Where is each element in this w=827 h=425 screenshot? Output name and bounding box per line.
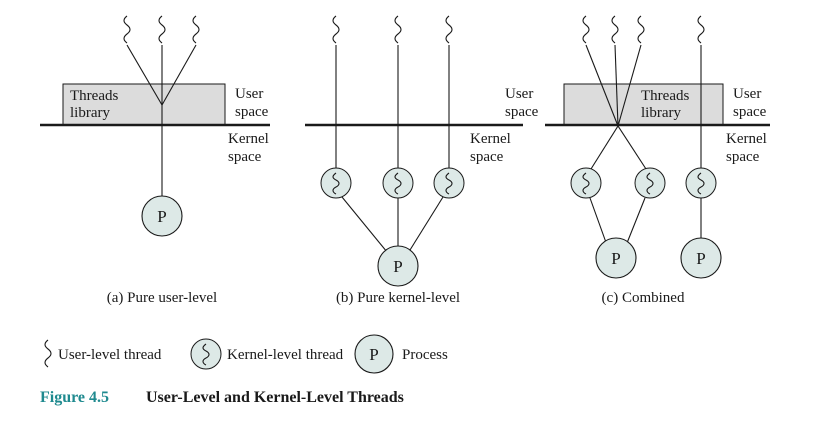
squiggle-icon	[394, 15, 402, 44]
thread-line	[585, 44, 619, 127]
panel-a-pure-user-level: Threads library User space Kernel space …	[40, 15, 270, 306]
legend: User-level thread Kernel-level thread P …	[44, 334, 448, 374]
threads-library-label-1: Threads	[70, 88, 118, 104]
process-label: P	[157, 207, 166, 226]
squiggle-icon	[445, 15, 453, 44]
kernel-thread-circle	[433, 167, 465, 199]
kernel-space-label-1: Kernel	[470, 131, 511, 147]
process-circle	[141, 195, 183, 237]
process-circle	[680, 237, 722, 279]
process-label: P	[369, 345, 378, 364]
process-icon	[354, 334, 394, 374]
kernel-space-label-1: Kernel	[228, 131, 269, 147]
user-space-label-2: space	[235, 104, 269, 120]
kernel-thread-circle	[320, 167, 352, 199]
thread-line	[341, 196, 388, 253]
squiggle-icon	[158, 15, 166, 44]
thread-line	[589, 197, 609, 249]
legend-user-thread: User-level thread	[58, 347, 162, 363]
kernel-thread-circle	[570, 167, 602, 199]
squiggle-icon	[332, 15, 340, 44]
legend-process: Process	[402, 347, 448, 363]
thread-line	[614, 44, 619, 127]
caption-a: (a) Pure user-level	[107, 290, 217, 306]
kernel-space-label-2: space	[726, 149, 760, 165]
squiggle-icon	[192, 15, 200, 44]
user-space-label-2: space	[733, 104, 767, 120]
figure-caption: Figure 4.5 User-Level and Kernel-Level T…	[40, 389, 404, 406]
threads-library-box	[62, 83, 226, 126]
caption-b: (b) Pure kernel-level	[336, 290, 460, 306]
panel-c-combined: Threads library User space Kernel space …	[545, 15, 770, 306]
thread-line	[409, 196, 444, 251]
kernel-space-label-1: Kernel	[726, 131, 767, 147]
thread-line	[126, 44, 163, 106]
kernel-thread-circle	[190, 338, 222, 370]
figure-title: User-Level and Kernel-Level Threads	[146, 389, 404, 406]
squiggle-icon	[697, 15, 705, 44]
panel-b-pure-kernel-level: User space Kernel space P (b) Pure kerne…	[305, 15, 539, 306]
squiggle-icon	[637, 15, 645, 44]
threads-library-label-2: library	[70, 105, 110, 121]
threads-library-label-1: Threads	[641, 88, 689, 104]
kernel-space-label-2: space	[470, 149, 504, 165]
caption-c: (c) Combined	[602, 290, 685, 306]
thread-line	[617, 125, 647, 170]
user-space-label-1: User	[733, 86, 761, 102]
thread-line	[161, 44, 197, 106]
thread-line	[617, 44, 642, 127]
thread-line	[590, 125, 619, 170]
process-label: P	[611, 249, 620, 268]
squiggle-icon	[123, 15, 131, 44]
process-circle	[595, 237, 637, 279]
squiggle-icon	[611, 15, 619, 44]
user-space-label-1: User	[505, 86, 533, 102]
user-space-label-1: User	[235, 86, 263, 102]
squiggle-icon	[582, 15, 590, 44]
user-space-label-2: space	[505, 104, 539, 120]
figure-number: Figure 4.5	[40, 389, 109, 406]
threads-library-label-2: library	[641, 105, 681, 121]
process-label: P	[393, 257, 402, 276]
kernel-space-label-2: space	[228, 149, 262, 165]
process-label: P	[696, 249, 705, 268]
thread-line	[624, 197, 646, 249]
kernel-thread-circle	[634, 167, 666, 199]
squiggle-icon	[44, 339, 52, 368]
legend-kernel-thread: Kernel-level thread	[227, 347, 344, 363]
process-circle	[377, 245, 419, 287]
